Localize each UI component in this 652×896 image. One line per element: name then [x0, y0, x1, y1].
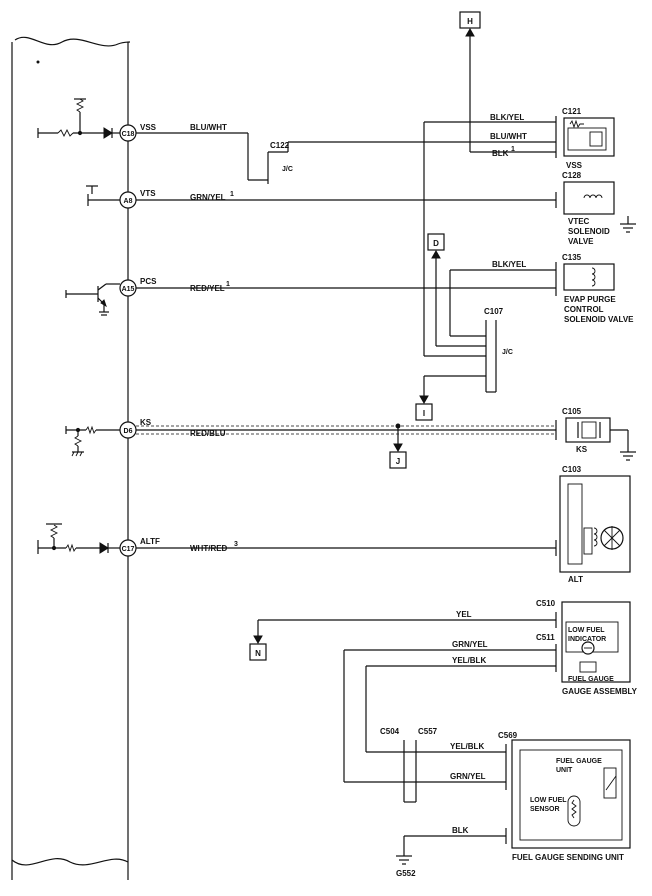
vss-circuit: C18 VSS BLU/WHT C122 J/C BLU/WHT BLK/YEL… — [37, 36, 615, 356]
wire-send-blk: BLK — [452, 826, 469, 835]
wire-altf: WHT/RED — [190, 544, 228, 553]
wire-vss-blk: BLK — [492, 149, 509, 158]
c107-jc-label: J/C — [502, 349, 513, 356]
pin-d6: D6 — [124, 428, 133, 435]
c557-label: C557 — [418, 727, 438, 736]
pin-c17: C17 — [122, 546, 135, 553]
ks-sensor-label: KS — [576, 445, 588, 454]
c121-label: C121 — [562, 107, 582, 116]
fuel-gauge-unit-1: FUEL GAUGE — [556, 758, 602, 765]
c510-label: C510 — [536, 599, 556, 608]
wire-vts: GRN/YEL — [190, 193, 226, 202]
signal-vts: VTS — [140, 189, 156, 198]
ecm-module — [11, 36, 131, 880]
wire-vss-blu-wht: BLU/WHT — [490, 132, 527, 141]
c135-label: C135 — [562, 253, 582, 262]
junction-c107: C107 J/C — [423, 307, 513, 396]
wire-evap-blk-yel: BLK/YEL — [492, 260, 526, 269]
evap-label-3: SOLENOID VALVE — [564, 315, 634, 324]
wire-send-yel-blk: YEL/BLK — [450, 742, 484, 751]
vss-sensor-label: VSS — [566, 161, 583, 170]
off-page-d: D — [427, 233, 486, 347]
c122-label: C122 — [270, 141, 290, 150]
evap-label-1: EVAP PURGE — [564, 295, 616, 304]
off-page-i-label: I — [423, 409, 425, 418]
wire-send-grn-yel: GRN/YEL — [450, 772, 486, 781]
off-page-h: H — [459, 11, 481, 37]
vts-superscript: 1 — [230, 191, 234, 198]
sending-unit-circuit: C504 C557 YEL/BLK GRN/YEL BLK G552 C569 … — [343, 650, 631, 878]
off-page-n: N — [249, 635, 267, 661]
pin-a15: A15 — [122, 286, 135, 293]
ks-circuit: D6 KS RED/BLU C105 KS — [65, 407, 636, 461]
vtec-label-1: VTEC — [568, 217, 590, 226]
off-page-i: I — [415, 395, 433, 421]
off-page-h-label: H — [467, 17, 473, 26]
sending-unit-label: FUEL GAUGE SENDING UNIT — [512, 853, 624, 862]
evap-label-2: CONTROL — [564, 305, 604, 314]
vts-circuit: A8 VTS GRN/YEL 1 C128 VTEC SOLENOID VALV… — [86, 171, 636, 246]
altf-superscript: 3 — [234, 541, 238, 548]
c107-label: C107 — [484, 307, 504, 316]
altf-circuit: C17 ALTF WHT/RED 3 C103 ALT — [37, 465, 631, 584]
c504-label: C504 — [380, 727, 400, 736]
c511-label: C511 — [536, 633, 555, 642]
off-page-j-label: J — [396, 457, 400, 466]
wire-gauge-yel-blk: YEL/BLK — [452, 656, 486, 665]
alt-label: ALT — [568, 575, 583, 584]
pcs-circuit: A15 PCS RED/YEL 1 BLK/YEL C135 EVAP PURG… — [65, 253, 634, 337]
gauge-assembly-circuit: YEL GRN/YEL YEL/BLK C510 C511 LOW FUEL I… — [257, 599, 638, 696]
pcs-superscript: 1 — [226, 281, 230, 288]
c128-label: C128 — [562, 171, 582, 180]
wire-pcs: RED/YEL — [190, 284, 225, 293]
c105-label: C105 — [562, 407, 582, 416]
signal-pcs: PCS — [140, 277, 157, 286]
gauge-assembly-label: GAUGE ASSEMBLY — [562, 687, 638, 696]
c569-label: C569 — [498, 731, 518, 740]
low-fuel-indicator-1: LOW FUEL — [568, 627, 605, 634]
fuel-gauge-label: FUEL GAUGE — [568, 676, 614, 683]
wire-gauge-yel: YEL — [456, 610, 472, 619]
ground-g552: G552 — [396, 869, 416, 878]
signal-ks: KS — [140, 418, 152, 427]
off-page-n-label: N — [255, 649, 261, 658]
pin-c18: C18 — [122, 131, 135, 138]
vss-blk-superscript: 1 — [511, 146, 515, 153]
fuel-gauge-unit-2: UNIT — [556, 767, 573, 774]
low-fuel-sensor-1: LOW FUEL — [530, 797, 567, 804]
low-fuel-sensor-2: SENSOR — [530, 806, 560, 813]
off-page-d-label: D — [433, 239, 439, 248]
wire-vss-blk-yel: BLK/YEL — [490, 113, 524, 122]
signal-altf: ALTF — [140, 537, 160, 546]
off-page-j: J — [389, 443, 407, 469]
pin-a8: A8 — [124, 198, 133, 205]
c122-jc-label: J/C — [282, 166, 293, 173]
c103-label: C103 — [562, 465, 582, 474]
low-fuel-indicator-2: INDICATOR — [568, 636, 606, 643]
vtec-label-2: SOLENOID — [568, 227, 610, 236]
wire-ks: RED/BLU — [190, 429, 226, 438]
wire-gauge-grn-yel: GRN/YEL — [452, 640, 488, 649]
signal-vss: VSS — [140, 123, 157, 132]
wire-vss: BLU/WHT — [190, 123, 227, 132]
vtec-label-3: VALVE — [568, 237, 594, 246]
